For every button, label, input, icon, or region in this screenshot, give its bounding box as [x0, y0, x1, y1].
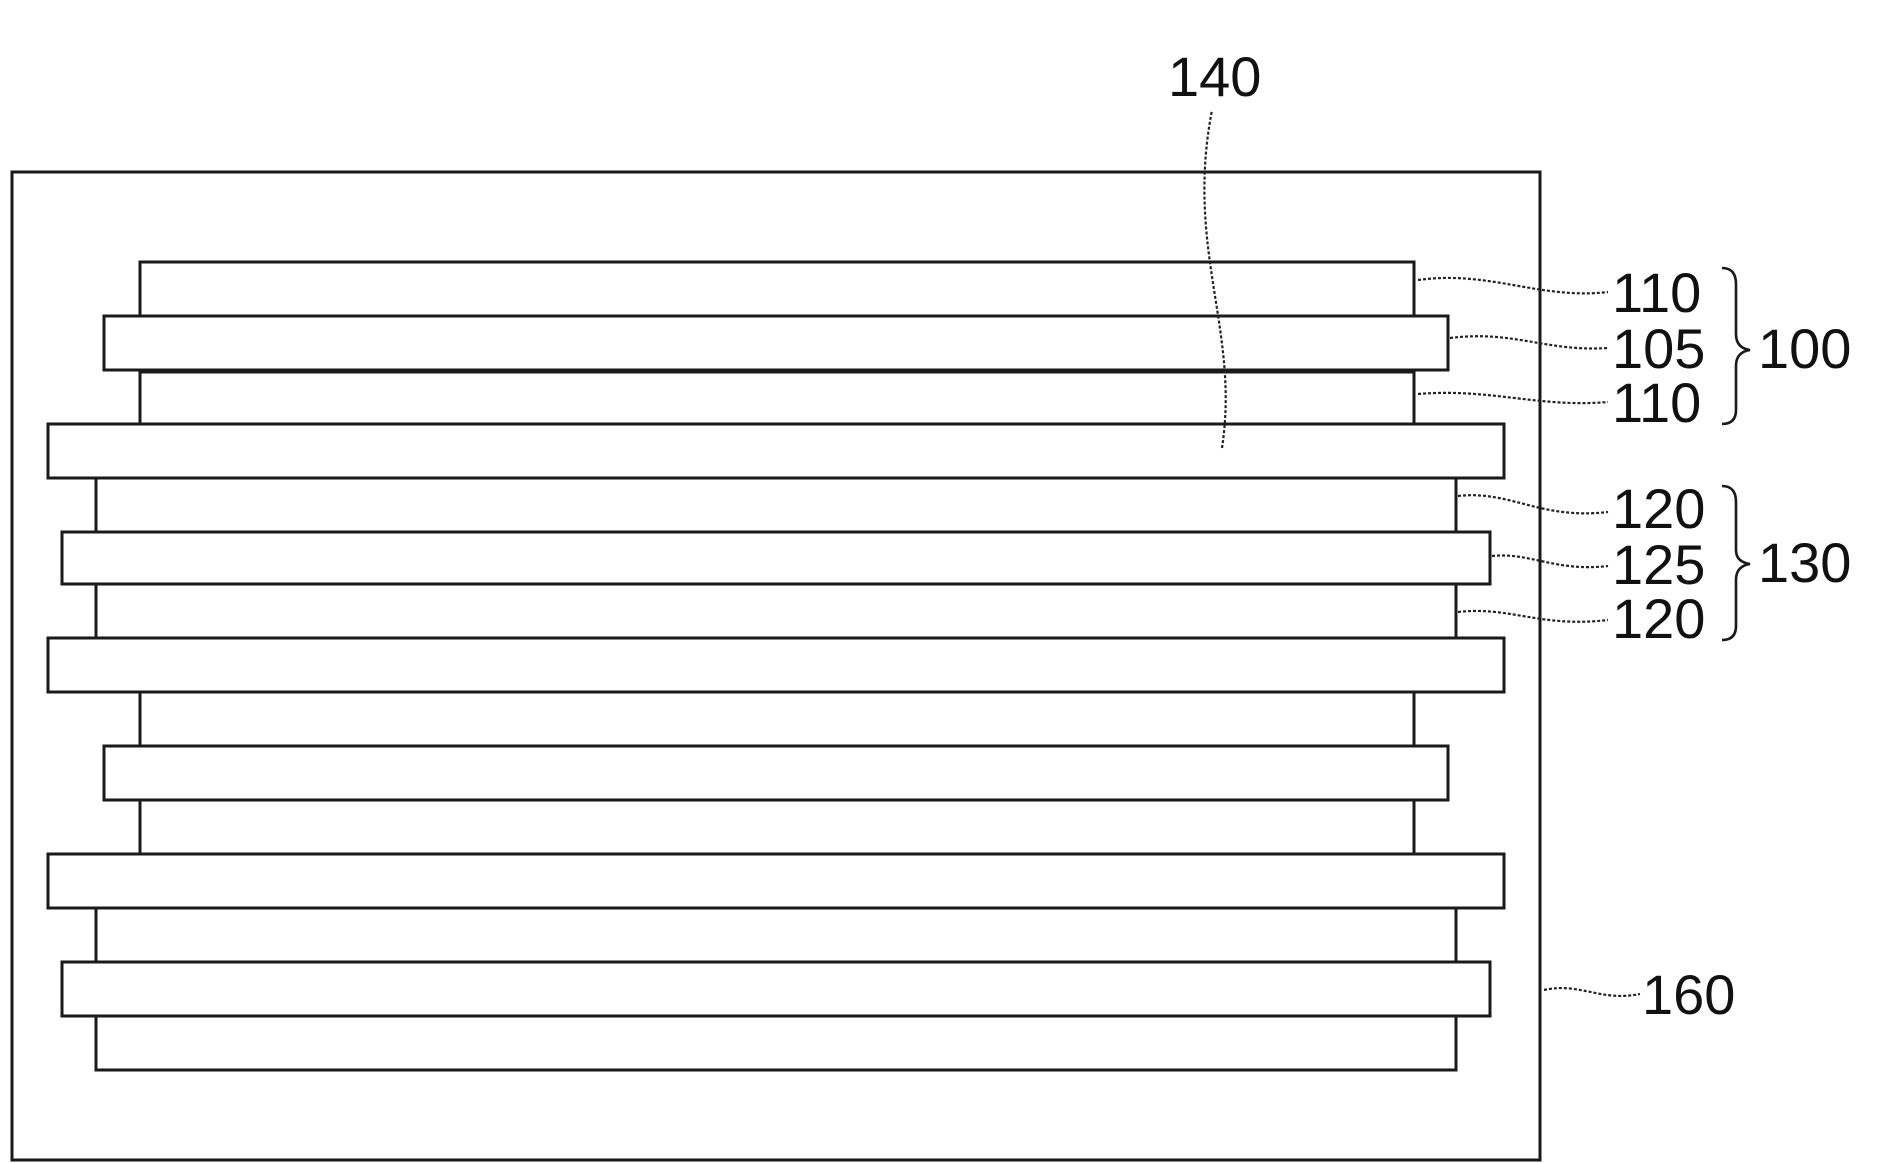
leader-120-lower [1458, 611, 1608, 622]
collector-105 [104, 316, 1448, 370]
collector-hatched-lower [104, 746, 1448, 800]
separator-140 [48, 424, 1504, 478]
outer-case [12, 172, 1540, 1160]
electrode-lower-vline-stack [62, 908, 1490, 1070]
electrode-100-stack [104, 262, 1448, 424]
layer-stipple-b [140, 800, 1414, 854]
electrode-lower-stipple-stack [104, 692, 1448, 854]
label-160: 160 [1642, 963, 1735, 1026]
collector-125 [62, 532, 1490, 584]
label-120-upper: 120 [1612, 477, 1705, 540]
brace-130 [1722, 486, 1750, 640]
leader-125 [1492, 555, 1608, 567]
layer-120-upper [96, 478, 1456, 532]
separator-middle [48, 638, 1504, 692]
leader-160 [1544, 988, 1640, 996]
separator-lower [48, 854, 1504, 908]
label-110-upper: 110 [1612, 261, 1701, 324]
leader-140 [1204, 110, 1225, 448]
leader-105 [1450, 336, 1608, 348]
collector-back-hatched-lower [62, 962, 1490, 1016]
label-120-lower: 120 [1612, 587, 1705, 650]
layer-stipple-a [140, 692, 1414, 746]
layer-110-lower [140, 372, 1414, 424]
leader-110-lower [1418, 393, 1608, 403]
label-110-lower: 110 [1612, 371, 1701, 434]
leader-110-upper [1418, 278, 1608, 293]
brace-100 [1722, 268, 1750, 424]
label-140: 140 [1168, 45, 1261, 108]
electrode-130-stack [62, 478, 1490, 638]
layer-120-lower [96, 584, 1456, 638]
layer-110-upper [140, 262, 1414, 316]
layer-vline-a [96, 908, 1456, 962]
label-100: 100 [1758, 317, 1851, 380]
layer-vline-b [96, 1016, 1456, 1070]
leader-120-upper [1458, 495, 1608, 513]
label-130: 130 [1758, 531, 1851, 594]
